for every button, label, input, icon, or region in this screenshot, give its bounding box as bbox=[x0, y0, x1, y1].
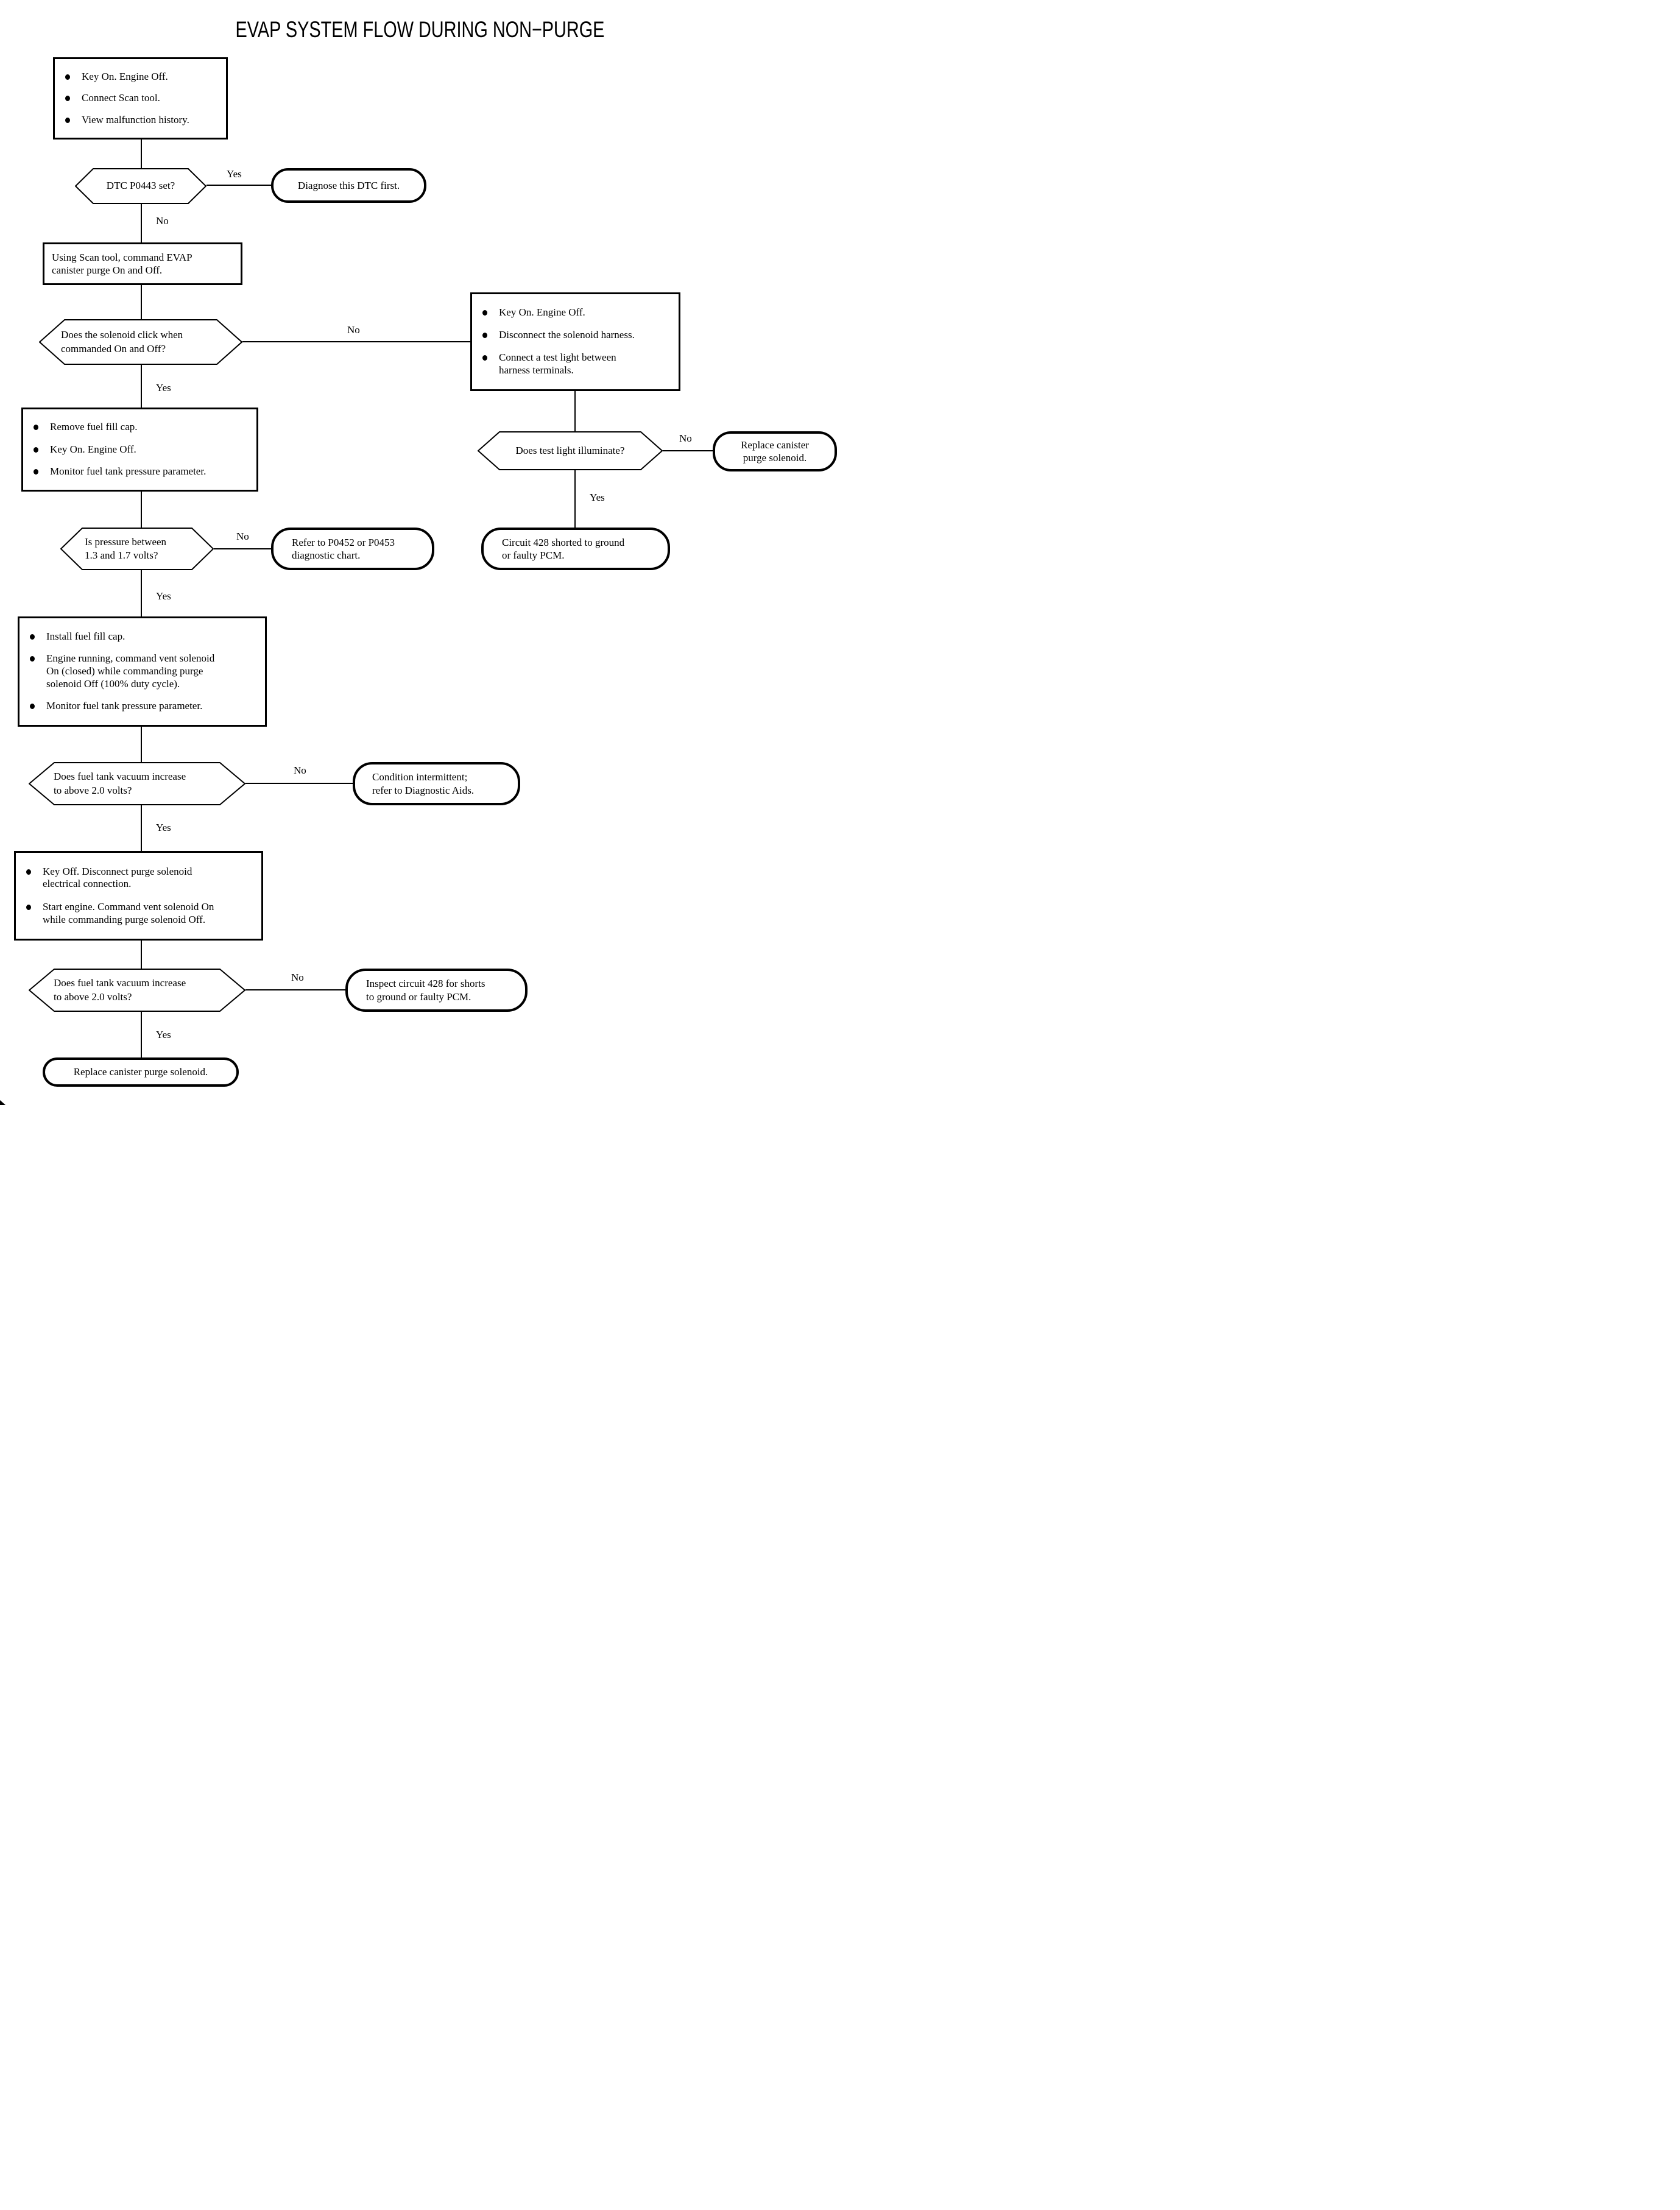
label-no-pressure: No bbox=[236, 531, 249, 542]
bullet-icon bbox=[482, 333, 499, 338]
bullet-icon bbox=[26, 905, 43, 910]
label-yes-vacuum2: Yes bbox=[156, 1029, 171, 1040]
process-command-evap-purge: Using Scan tool, command EVAP canister p… bbox=[43, 242, 242, 285]
list-item: Key On. Engine Off. bbox=[34, 443, 252, 456]
connector-vacuum1-no bbox=[245, 783, 353, 784]
hexagon-shape bbox=[29, 969, 245, 1012]
terminal-replace-solenoid-final: Replace canister purge solenoid. bbox=[43, 1057, 239, 1087]
terminal-refer-p0452-p0453: Refer to P0452 or P0453 diagnostic chart… bbox=[271, 528, 434, 570]
decision-vacuum-increase-2: Does fuel tank vacuum increase to above … bbox=[29, 969, 245, 1012]
label-no-vacuum1: No bbox=[294, 764, 306, 776]
connector-pressure-to-install bbox=[141, 570, 142, 616]
connector-solenoid-to-removecap bbox=[141, 365, 142, 408]
list-item: Engine running, command vent solenoid On… bbox=[30, 652, 260, 690]
bullet-icon bbox=[65, 96, 82, 101]
connector-removecap-to-pressure bbox=[141, 492, 142, 528]
bullet-icon bbox=[65, 74, 82, 80]
label-yes-dtc: Yes bbox=[227, 168, 242, 180]
label-yes-solenoid: Yes bbox=[156, 382, 171, 394]
connector-vacuum2-no bbox=[245, 989, 345, 990]
label-no-solenoid: No bbox=[347, 324, 360, 336]
decision-text: DTC P0443 set? bbox=[106, 180, 175, 192]
bullet-icon bbox=[34, 469, 50, 475]
terminal-inspect-circuit-428: Inspect circuit 428 for shorts to ground… bbox=[345, 969, 528, 1012]
connector-vacuum2-to-final bbox=[141, 1012, 142, 1057]
list-item: Key On. Engine Off. bbox=[482, 306, 674, 319]
connector-vacuum1-to-keyoff bbox=[141, 805, 142, 851]
hexagon-shape bbox=[29, 762, 245, 805]
decision-dtc-p0443-set: DTC P0443 set? bbox=[75, 168, 206, 204]
terminal-replace-solenoid-right: Replace canister purge solenoid. bbox=[713, 431, 837, 471]
connector-solenoid-no bbox=[242, 341, 470, 342]
list-item: Key Off. Disconnect purge solenoid elect… bbox=[26, 866, 256, 891]
decision-test-light-illuminate: Does test light illuminate? bbox=[478, 431, 663, 470]
terminal-diagnose-dtc-first: Diagnose this DTC first. bbox=[271, 168, 426, 203]
list-item: Start engine. Command vent solenoid On w… bbox=[26, 901, 256, 926]
flowchart-page: EVAP SYSTEM FLOW DURING NON−PURGE Yes No… bbox=[0, 0, 840, 1105]
bullet-icon bbox=[34, 425, 50, 430]
connector-testlight-to-circuit bbox=[574, 470, 576, 528]
process-install-fuel-cap: Install fuel fill cap. Engine running, c… bbox=[18, 616, 267, 727]
bullet-icon bbox=[30, 634, 46, 640]
process-key-off-disconnect: Key Off. Disconnect purge solenoid elect… bbox=[14, 851, 263, 941]
connector-dtc-yes bbox=[206, 185, 271, 186]
list-item: Connect a test light between harness ter… bbox=[482, 351, 674, 376]
bullet-icon bbox=[482, 310, 499, 316]
decision-pressure-range: Is pressure between 1.3 and 1.7 volts? bbox=[60, 528, 214, 570]
hexagon-shape bbox=[60, 528, 214, 570]
connector-command-to-solenoid bbox=[141, 285, 142, 319]
process-test-light-setup: Key On. Engine Off. Disconnect the solen… bbox=[470, 292, 680, 391]
connector-harness-to-testlight bbox=[574, 391, 576, 431]
label-no-vacuum2: No bbox=[291, 972, 304, 983]
connector-start-to-dtc bbox=[141, 139, 142, 168]
process-remove-fuel-cap: Remove fuel fill cap. Key On. Engine Off… bbox=[21, 408, 258, 492]
list-item: Remove fuel fill cap. bbox=[34, 421, 252, 434]
bullet-icon bbox=[26, 869, 43, 875]
decision-vacuum-increase-1: Does fuel tank vacuum increase to above … bbox=[29, 762, 245, 805]
list-item: Disconnect the solenoid harness. bbox=[482, 329, 674, 342]
list-item: Key On. Engine Off. bbox=[65, 71, 221, 83]
connector-testlight-no bbox=[663, 450, 713, 451]
list-item: Monitor fuel tank pressure parameter. bbox=[30, 700, 260, 713]
connector-pressure-no bbox=[214, 548, 271, 549]
page-title: EVAP SYSTEM FLOW DURING NON−PURGE bbox=[235, 17, 605, 42]
list-item: Monitor fuel tank pressure parameter. bbox=[34, 465, 252, 478]
list-item: Connect Scan tool. bbox=[65, 92, 221, 105]
bullet-icon bbox=[30, 704, 46, 709]
connector-keyoff-to-vacuum2 bbox=[141, 941, 142, 969]
list-item: View malfunction history. bbox=[65, 114, 221, 127]
terminal-condition-intermittent: Condition intermittent; refer to Diagnos… bbox=[353, 762, 520, 805]
terminal-circuit-428-shorted: Circuit 428 shorted to ground or faulty … bbox=[481, 528, 670, 570]
page-edge-artifact bbox=[0, 1100, 5, 1105]
bullet-icon bbox=[34, 447, 50, 453]
label-yes-vacuum1: Yes bbox=[156, 822, 171, 833]
connector-dtc-to-command bbox=[141, 204, 142, 242]
bullet-icon bbox=[482, 355, 499, 361]
label-yes-testlight: Yes bbox=[590, 492, 605, 503]
label-no-dtc: No bbox=[156, 215, 169, 227]
label-no-testlight: No bbox=[679, 432, 692, 444]
list-item: Install fuel fill cap. bbox=[30, 630, 260, 643]
hexagon-shape bbox=[478, 431, 663, 470]
bullet-icon bbox=[30, 656, 46, 662]
bullet-icon bbox=[65, 118, 82, 123]
connector-install-to-vacuum1 bbox=[141, 727, 142, 762]
hexagon-shape bbox=[39, 319, 242, 365]
decision-solenoid-click: Does the solenoid click when commanded O… bbox=[39, 319, 242, 365]
label-yes-pressure: Yes bbox=[156, 590, 171, 602]
process-initial-setup: Key On. Engine Off. Connect Scan tool. V… bbox=[53, 57, 228, 139]
hexagon-shape bbox=[75, 168, 206, 204]
